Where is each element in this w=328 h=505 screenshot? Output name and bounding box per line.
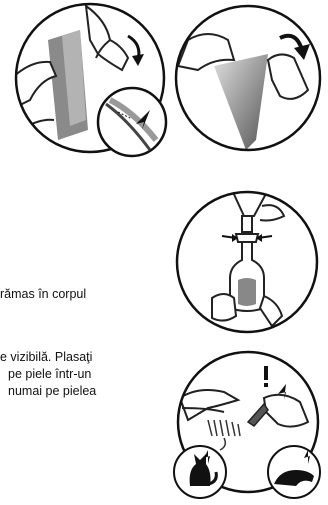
cat-icon <box>174 446 226 498</box>
illustration-tear-pouch <box>10 0 172 160</box>
text-fragment-3: pe piele într-un <box>8 366 91 383</box>
text-fragment-4: numai pe pielea <box>8 383 96 400</box>
text-fragment-1: rămas în corpul <box>0 286 86 303</box>
text-fragment-2: e vizibilă. Plasaţi <box>0 349 92 366</box>
illustration-apply-on-skin <box>168 346 324 502</box>
illustration-remove-pipette <box>168 0 324 160</box>
ferret-icon <box>268 446 320 498</box>
illustration-snap-pipette-tip <box>172 186 322 338</box>
